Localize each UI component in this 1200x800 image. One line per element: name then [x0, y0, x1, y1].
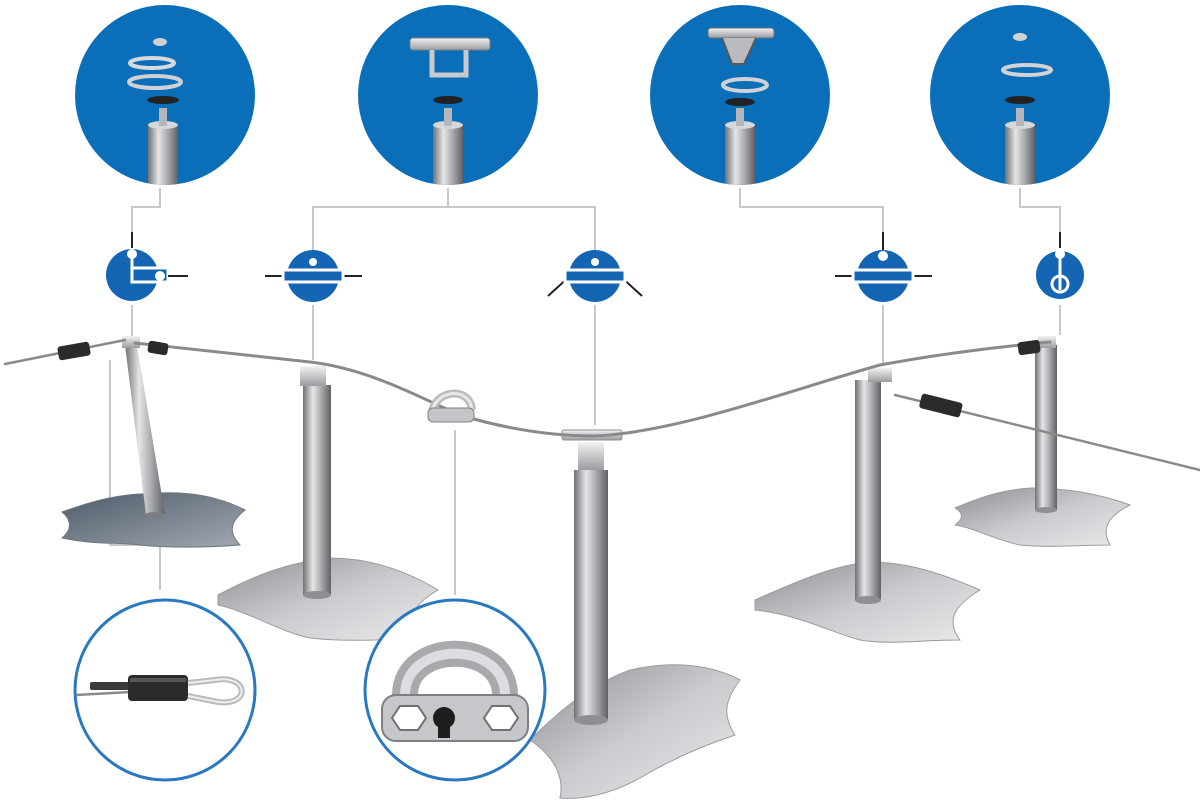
schematic-end [1036, 232, 1084, 299]
top-detail-corner-end-kit [75, 5, 255, 185]
tensioner-left [57, 341, 91, 361]
post-2 [217, 366, 439, 641]
shuttle-on-cable [427, 389, 476, 423]
tensioners [57, 339, 1041, 418]
connector-detail4-to-schematic5 [1019, 188, 1061, 232]
tensioner-post1 [147, 340, 169, 356]
end-corner-bracket-icon [127, 38, 183, 185]
post-1 [60, 336, 246, 548]
anchor-post-icon [953, 336, 1132, 547]
schematic-corner-end [106, 232, 188, 301]
connector-detail1-to-schematic1 [131, 188, 161, 232]
schematic-tee [835, 232, 932, 302]
bottom-detail-cable-tensioner [73, 598, 257, 782]
anchor-post-icon [529, 429, 741, 799]
tee-pass-through-icon [835, 232, 932, 302]
t-bracket-icon [409, 37, 491, 185]
corner-end-pulley-icon [106, 232, 188, 301]
top-detail-end-kit [930, 5, 1110, 185]
swage-terminal-icon [75, 675, 245, 706]
connector-detail2-to-angled [448, 206, 596, 250]
top-detail-angled-intermediate-kit [650, 5, 830, 185]
post-3 [529, 429, 741, 799]
anchor-post-icon [60, 336, 246, 548]
cable-main-run [133, 340, 1052, 438]
anchor-post-icon [217, 366, 439, 641]
connector-post1-to-tensioner [109, 360, 161, 590]
angled-pass-through-icon [547, 250, 643, 302]
tensioner-post5 [1017, 339, 1041, 356]
tensioner-post4 [919, 393, 963, 418]
straight-pass-through-icon [265, 250, 362, 302]
schematic-straight [265, 250, 362, 302]
traveller-shuttle-icon [381, 640, 529, 742]
end-pulley-icon [1036, 232, 1084, 299]
schematic-angled [547, 250, 643, 302]
post-5 [953, 336, 1132, 547]
bottom-detail-shuttle [363, 598, 547, 782]
connector-lines [109, 188, 1061, 595]
post-4 [754, 368, 982, 643]
angled-t-bracket-icon [707, 27, 775, 185]
anchor-post-icon [754, 368, 982, 643]
connector-detail2-to-schematics [312, 188, 449, 250]
connector-detail3-to-schematic4 [739, 188, 884, 232]
end-bracket-icon [1001, 33, 1053, 185]
top-detail-straight-intermediate-kit [358, 5, 538, 185]
